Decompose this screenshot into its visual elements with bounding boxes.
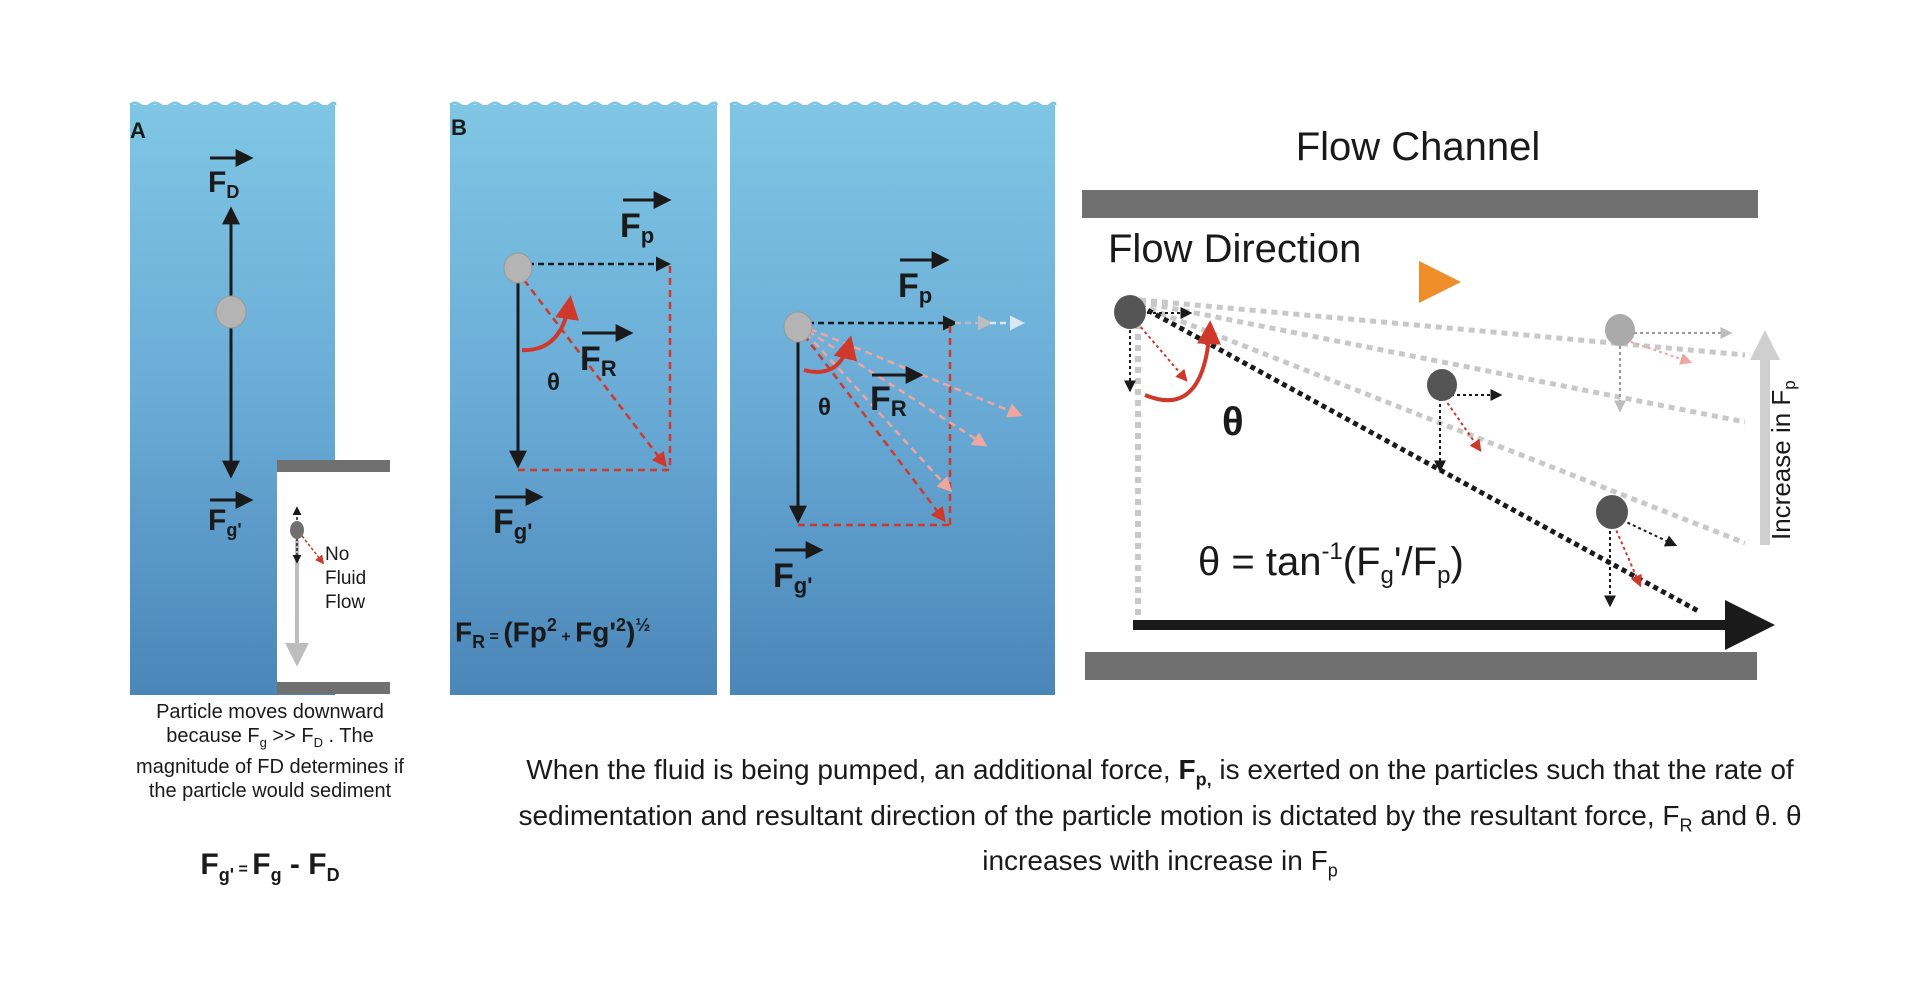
b2-fp-label: Fp (898, 267, 932, 308)
force-g-label-a: Fg' (208, 504, 242, 540)
channel-particle-1 (1114, 295, 1146, 329)
trajectory-gray-1 (1139, 297, 1746, 358)
channel-equation: θ = tan-1(Fg'/Fp) (1198, 538, 1464, 589)
particle-a (215, 295, 247, 329)
panel-a: A FD Fg' No Fluid Flow (129, 101, 390, 695)
b1-fg-label: Fg' (493, 503, 532, 544)
inset-particle (290, 521, 304, 539)
channel-title: Flow Channel (1296, 125, 1541, 169)
trajectory-gray-3 (1139, 302, 1746, 546)
water-surface-b2 (729, 101, 1057, 109)
b1-particle (503, 252, 533, 284)
equation-a: Fg' = Fg - FD (200, 848, 340, 885)
trajectory-dark (1138, 303, 1702, 615)
flow-channel: Flow Channel Flow Direction Increase in … (1082, 125, 1799, 680)
channel-theta-label: θ (1222, 400, 1244, 444)
panel-b: B θ Fp FR Fg' θ Fp FR Fg' (449, 101, 1057, 695)
water-column-b1 (450, 105, 717, 695)
b1-fr-label: FR (580, 340, 617, 381)
panel-label-a: A (130, 118, 146, 143)
channel-wall-bottom (1085, 652, 1757, 680)
b2-fg-label: Fg' (773, 557, 812, 598)
p2-fr-arrow (1443, 397, 1482, 452)
increase-fp-label: Increase in Fp (1766, 380, 1799, 540)
panel-label-b: B (451, 115, 467, 140)
water-surface-a (129, 101, 337, 109)
p3-fr-arrow (1613, 524, 1642, 588)
trajectory-gray-2 (1139, 299, 1746, 425)
water-surface-b1 (449, 101, 719, 109)
b2-fr-label: FR (870, 380, 907, 421)
inset-wall-bottom (277, 682, 390, 694)
b1-fr-arrow (523, 279, 667, 468)
b2-theta-label: θ (818, 394, 831, 421)
p3-fp-arrow (1621, 519, 1678, 547)
channel-wall-top (1082, 190, 1758, 218)
inset-small-red-arrow (298, 531, 325, 565)
channel-particle-3 (1596, 495, 1628, 529)
b1-theta-label: θ (547, 369, 560, 396)
p1-fr-arrow (1132, 317, 1188, 382)
b2-fr-arrow (803, 334, 946, 523)
caption-a: Particle moves downward because Fg >> FD… (136, 701, 404, 802)
inset-label: No Fluid Flow (325, 544, 371, 613)
caption-b: When the fluid is being pumped, an addit… (518, 754, 1802, 881)
b1-theta-arc (521, 295, 579, 353)
force-d-label: FD (208, 166, 239, 202)
channel-particle-4 (1605, 314, 1635, 346)
channel-theta-arc (1144, 320, 1221, 403)
inset-wall-top (277, 460, 390, 472)
water-column-b2 (730, 105, 1055, 695)
flow-direction-label: Flow Direction (1108, 227, 1361, 271)
b2-particle (783, 311, 813, 343)
channel-particle-2 (1427, 369, 1457, 401)
b2-theta-arc (803, 335, 857, 374)
b1-fp-label: Fp (620, 207, 654, 248)
resultant-equation: FR = (Fp2 + Fg'2)½ (455, 615, 651, 652)
